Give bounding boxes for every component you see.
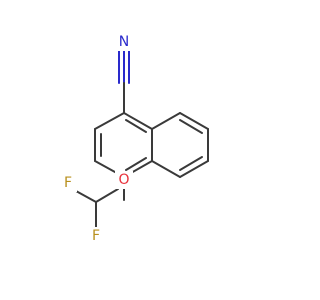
ring-a-bond-6 bbox=[123, 112, 153, 130]
ring-b-bond-4 bbox=[179, 160, 209, 178]
ring-b-double-1 bbox=[179, 119, 203, 134]
oxygen-carbon-bond bbox=[95, 188, 119, 203]
carbon-fluorine-bond-1 bbox=[75, 190, 97, 203]
molecule-structure: N O F F bbox=[63, 34, 209, 244]
oxygen-atom-label: O bbox=[118, 172, 129, 188]
ring-b-double-2 bbox=[179, 156, 203, 171]
nitrogen-atom-label: N bbox=[119, 34, 129, 50]
ring-a-bond-1 bbox=[94, 112, 125, 130]
fluorine-atom-label-2: F bbox=[92, 228, 100, 244]
ring-a-double-2 bbox=[125, 157, 147, 171]
ring-b-bond-2 bbox=[179, 112, 209, 130]
ring-b-bond-1 bbox=[151, 112, 181, 130]
fluorine-atom-label-1: F bbox=[64, 175, 72, 191]
ring-b-bond-5 bbox=[151, 160, 181, 178]
ring-a-double-3 bbox=[125, 119, 147, 133]
